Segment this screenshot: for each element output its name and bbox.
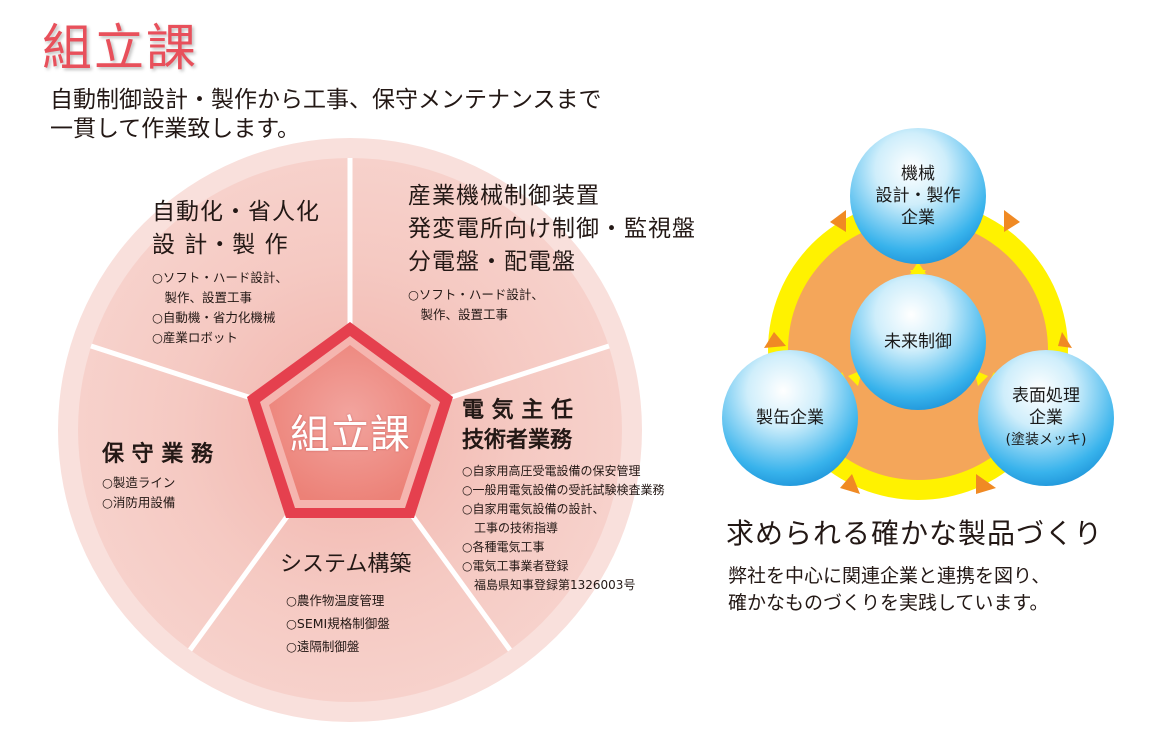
segment-automation: 自動化・省人化 設 計・製 作 ○ソフト・ハード設計、 製作、設置工事 ○自動機… xyxy=(152,196,320,348)
list-item: 工事の技術指導 xyxy=(462,521,559,535)
segment-electrical-items: ○自家用高圧受電設備の保安管理 ○一般用電気設備の受託試験検査業務 ○自家用電気… xyxy=(462,462,664,595)
slogan-heading: 求められる確かな製品づくり xyxy=(726,517,1104,550)
center-pentagon-inner xyxy=(269,345,431,500)
bubble-right-label: 表面処理 企業 (塗装メッキ) xyxy=(986,385,1106,451)
bubble-center xyxy=(850,274,986,410)
segment-automation-heading-1: 自動化・省人化 xyxy=(152,199,320,225)
bubble-top-line-3: 企業 xyxy=(901,208,935,228)
bubble-right xyxy=(978,350,1114,486)
bubble-right-line-1: 表面処理 xyxy=(1012,386,1080,406)
segment-maintenance: 保 守 業 務 ○製造ライン ○消防用設備 xyxy=(102,438,213,513)
list-item: ○遠隔制御盤 xyxy=(286,639,360,654)
bubble-left-label: 製缶企業 xyxy=(756,408,824,428)
ring-arrows xyxy=(764,210,1072,494)
list-item: ○産業ロボット xyxy=(152,330,238,345)
slogan-line-1: 弊社を中心に関連企業と連携を図り、 xyxy=(728,565,1051,587)
segment-system-building: システム構築 ○農作物温度管理 ○SEMI規格制御盤 ○遠隔制御盤 xyxy=(280,548,411,658)
list-item: ○電気工事業者登録 xyxy=(462,559,569,573)
intro-text: 自動制御設計・製作から工事、保守メンテナンスまで 一貫して作業致します。 xyxy=(50,86,602,144)
segment-industrial-heading-1: 産業機械制御装置 xyxy=(408,183,600,209)
list-item: ○自家用電気設備の設計、 xyxy=(462,502,605,516)
bubble-top xyxy=(850,128,986,264)
segment-system-heading: システム構築 xyxy=(280,552,412,577)
list-item: ○消防用設備 xyxy=(102,495,176,510)
center-label: 組立課 xyxy=(290,412,410,458)
list-item: 製作、設置工事 xyxy=(408,307,509,322)
segment-automation-heading-2: 設 計・製 作 xyxy=(152,232,289,258)
intro-line-1: 自動制御設計・製作から工事、保守メンテナンスまで xyxy=(50,87,602,113)
bubble-center-label: 未来制御 xyxy=(884,332,952,352)
list-item: 製作、設置工事 xyxy=(152,290,253,305)
page-title: 組立課 xyxy=(42,19,198,77)
bubble-left xyxy=(722,350,858,486)
list-item: ○自動機・省力化機械 xyxy=(152,310,276,325)
intro-line-2: 一貫して作業致します。 xyxy=(50,116,301,142)
segment-maintenance-items: ○製造ライン ○消防用設備 xyxy=(102,473,213,513)
segment-system-items: ○農作物温度管理 ○SEMI規格制御盤 ○遠隔制御盤 xyxy=(286,589,411,658)
slogan-body: 弊社を中心に関連企業と連携を図り、 確かなものづくりを実践しています。 xyxy=(728,563,1050,617)
segment-electrical-heading-2: 技術者業務 xyxy=(462,428,573,453)
bubble-top-line-1: 機械 xyxy=(901,164,935,184)
bubble-top-line-2: 設計・製作 xyxy=(875,186,961,206)
bubble-top-label: 機械 設計・製作 企業 xyxy=(858,163,978,229)
bubble-right-line-2: 企業 xyxy=(1029,408,1063,428)
list-item: ○製造ライン xyxy=(102,475,176,490)
segment-electrical-engineer: 電 気 主 任 技術者業務 ○自家用高圧受電設備の保安管理 ○一般用電気設備の受… xyxy=(462,396,664,595)
list-item: ○SEMI規格制御盤 xyxy=(286,616,390,631)
list-item: 福島県知事登録第1326003号 xyxy=(462,578,636,592)
bubble-right-line-3: (塗装メッキ) xyxy=(1005,432,1087,448)
segment-industrial-heading-2: 発変電所向け制御・監視盤 xyxy=(408,216,696,242)
list-item: ○ソフト・ハード設計、 xyxy=(408,287,544,302)
list-item: ○農作物温度管理 xyxy=(286,593,385,608)
segment-industrial-heading-3: 分電盤・配電盤 xyxy=(408,249,576,275)
list-item: ○自家用高圧受電設備の保安管理 xyxy=(462,464,641,478)
segment-industrial-items: ○ソフト・ハード設計、 製作、設置工事 xyxy=(408,285,696,325)
segment-maintenance-heading: 保 守 業 務 xyxy=(102,442,213,467)
list-item: ○一般用電気設備の受託試験検査業務 xyxy=(462,483,665,497)
slogan-line-2: 確かなものづくりを実践しています。 xyxy=(728,592,1049,614)
segment-electrical-heading-1: 電 気 主 任 xyxy=(462,398,573,423)
list-item: ○各種電気工事 xyxy=(462,540,545,554)
segment-automation-items: ○ソフト・ハード設計、 製作、設置工事 ○自動機・省力化機械 ○産業ロボット xyxy=(152,268,320,348)
list-item: ○ソフト・ハード設計、 xyxy=(152,270,288,285)
segment-industrial-control: 産業機械制御装置 発変電所向け制御・監視盤 分電盤・配電盤 ○ソフト・ハード設計… xyxy=(408,180,696,325)
